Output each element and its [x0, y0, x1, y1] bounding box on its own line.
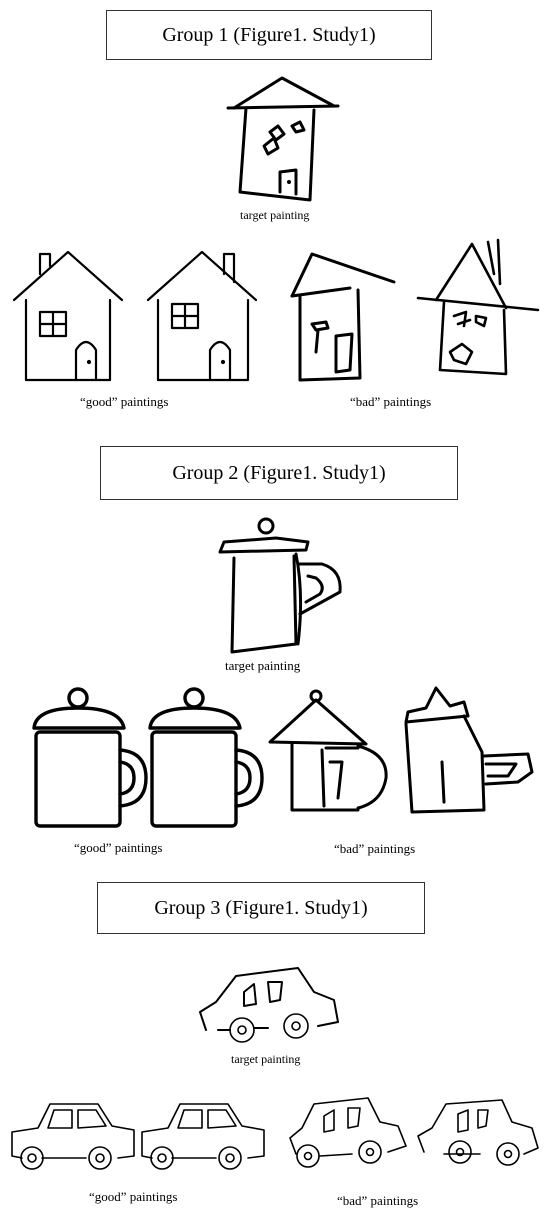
group2-bad-mug-2-drawing — [404, 686, 534, 814]
group3-title-text: Group 3 (Figure1. Study1) — [154, 896, 368, 919]
group3-bad-car-1-drawing — [289, 1097, 407, 1168]
group2-title-text: Group 2 (Figure1. Study1) — [172, 461, 386, 484]
group1-target-house-drawing — [226, 76, 340, 202]
group3-good-car-2-drawing — [141, 1103, 265, 1170]
group1-bad-house-2-drawing — [416, 238, 540, 376]
group1-good-house-2-drawing — [146, 250, 258, 382]
group2-bad-caption: “bad” paintings — [334, 841, 416, 856]
group1-title: Group 1 (Figure1. Study1) — [106, 10, 432, 60]
group3-good-car-1-drawing — [11, 1103, 135, 1170]
group1-title-text: Group 1 (Figure1. Study1) — [162, 23, 376, 46]
group1-bad-caption: “bad” paintings — [350, 394, 432, 409]
group2-good-caption: “good” paintings — [74, 840, 163, 855]
group3-target-car-drawing — [199, 967, 339, 1043]
group3-bad-car-2-drawing — [417, 1099, 539, 1166]
group2-target-mug-drawing — [218, 517, 342, 654]
group2-good-mug-1-drawing — [32, 687, 148, 828]
group2-target-caption: target painting — [225, 658, 301, 673]
group1-bad-house-1-drawing — [290, 252, 396, 382]
group3-good-caption: “good” paintings — [89, 1189, 178, 1204]
group1-good-caption: “good” paintings — [80, 394, 169, 409]
group2-bad-mug-1-drawing — [268, 689, 388, 812]
group3-title: Group 3 (Figure1. Study1) — [97, 882, 425, 934]
group1-target-caption: target painting — [240, 208, 310, 222]
group3-target-caption: target painting — [231, 1052, 301, 1066]
group2-good-mug-2-drawing — [148, 687, 264, 828]
group1-good-house-1-drawing — [12, 250, 124, 382]
group3-bad-caption: “bad” paintings — [337, 1193, 419, 1208]
group2-title: Group 2 (Figure1. Study1) — [100, 446, 458, 500]
